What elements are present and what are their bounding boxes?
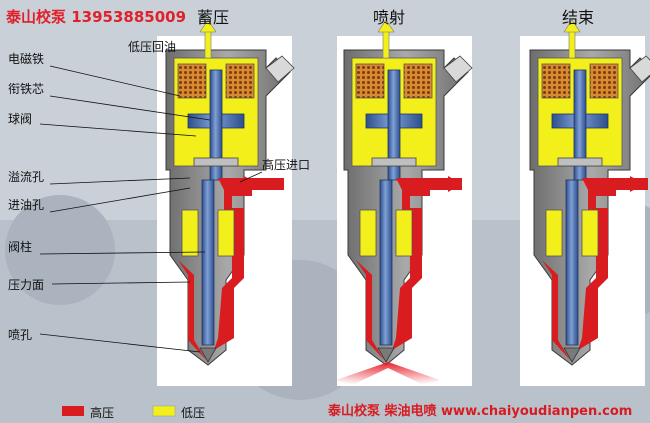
label-solenoid: 电磁铁 — [8, 52, 45, 66]
stage-title-store: 蓄压 — [197, 8, 230, 27]
legend-low-swatch — [152, 405, 176, 417]
leader-lines — [39, 65, 263, 353]
label-pressure-face: 压力面 — [8, 278, 45, 292]
legend-high-swatch — [62, 406, 84, 416]
brand-phone: 泰山校泵 13953885009 — [6, 8, 187, 26]
inlet-arrow-1 — [230, 176, 258, 192]
legend-low-label: 低压 — [181, 406, 206, 420]
inlet-arrow-2 — [434, 176, 462, 192]
label-nozzle-hole: 喷孔 — [8, 328, 33, 342]
label-overflow-hole: 溢流孔 — [8, 170, 45, 184]
stage-title-end: 结束 — [562, 8, 595, 27]
footer-brand: 泰山校泵 柴油电喷 www.chaiyoudianpen.com — [328, 404, 633, 419]
fuel-spray — [336, 362, 440, 386]
label-ball-valve: 球阀 — [8, 112, 33, 126]
stage-title-inject: 喷射 — [373, 8, 406, 27]
label-armature: 衔铁芯 — [8, 82, 45, 96]
label-low-pressure-return: 低压回油 — [128, 40, 177, 54]
label-high-pressure-inlet: 高压进口 — [262, 158, 311, 172]
label-valve-stem: 阀柱 — [8, 240, 33, 254]
inlet-arrow-3 — [616, 176, 644, 192]
legend-high-label: 高压 — [90, 406, 115, 420]
label-inlet-hole: 进油孔 — [8, 198, 45, 212]
